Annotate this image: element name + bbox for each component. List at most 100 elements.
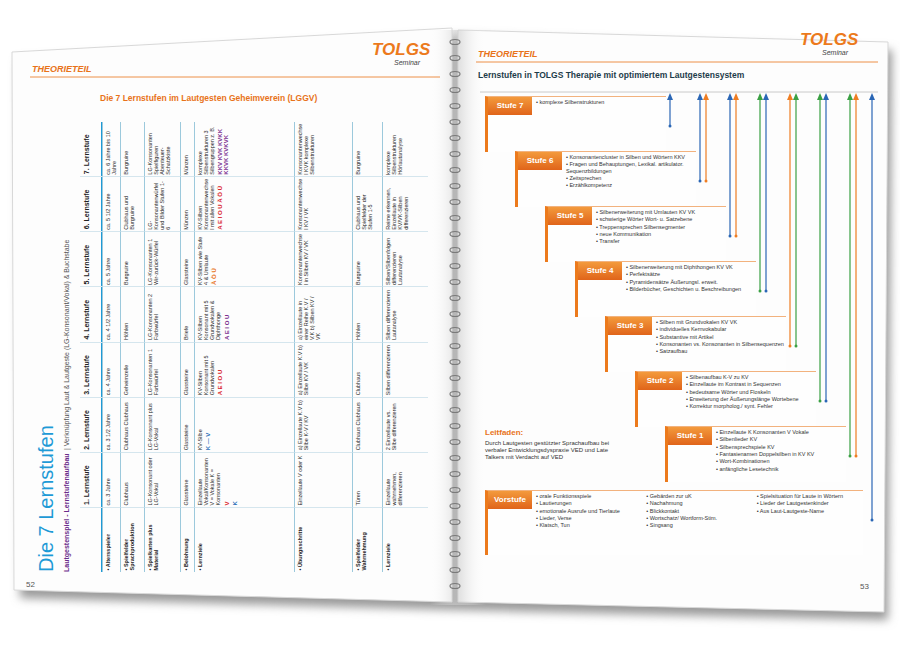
bullet-item: • Silbenlieder KV	[716, 436, 844, 442]
table-cell: LG-Konsonanten 2 Farbwürfel	[144, 287, 180, 342]
table-cell: ca. 3 Jahre	[102, 453, 120, 508]
step-band: Stufe 2• Silbenaufbau K-V zu KV• Einzell…	[635, 371, 816, 427]
bullet-list: • Silbenerweiterung mit Umlauten KV VK • …	[596, 209, 724, 246]
letter-pattern: A E I O U Ä Ö Ü	[217, 179, 223, 230]
cell-text: ca. 5 1/2 Jahre	[105, 179, 111, 230]
table-cell: Burgruine	[352, 122, 382, 177]
table-cell: KV-Silben wie Stufe 4 & UmlauteÄ Ö Ü	[194, 232, 294, 287]
table-cell: Clubhaus Clubhaus	[120, 398, 144, 453]
cell-text: Clubhaus und Burgruine	[123, 179, 136, 230]
bullet-list: • orale Funktionsspiele• Lautierungen• e…	[536, 493, 861, 529]
table-cell: Clubhaus	[352, 343, 382, 398]
row-header: • Spielfelder Sprachproduktion	[123, 510, 136, 571]
bullet-item: • neue Kommunikation	[596, 231, 724, 237]
page-number: 53	[860, 582, 869, 591]
table-cell: LG-Konsonanten Spielfiguren Abenteuer-Sc…	[144, 122, 180, 177]
section-header: THEORIETEIL	[32, 64, 92, 74]
table-cell: Burgruine	[120, 232, 144, 287]
row-header-cell: • Übungsschritte	[294, 508, 352, 572]
table-cell: Münzen	[180, 122, 194, 177]
bullet-item: • Silbenerweiterung mit Umlauten KV VK	[596, 209, 724, 215]
bullet-list: • Silben mit Grundvokalen KV VK• individ…	[656, 319, 784, 356]
guide-heading: Leitfaden:	[485, 428, 523, 437]
bullet-item: • Einzellaute im Kontrast in Sequenzen	[686, 381, 814, 387]
table-cell: LG-Konsonant plus LG-Vokal	[144, 398, 180, 453]
bullet-item: • orale Funktionsspiele	[536, 493, 640, 499]
column-header-cell: 4. Lernstufe	[80, 287, 102, 342]
gutter-shade	[430, 30, 486, 605]
cell-text: Clubhaus	[355, 344, 361, 395]
bullet-item: • Lautierungen	[536, 500, 640, 506]
table-cell: Clubhaus und Spielfelder der Stufen 1-5	[352, 177, 382, 232]
bullet-item: • Spielsituation für Laute in Wörtern	[757, 493, 861, 499]
bullet-item: • Fragen und Behauptungen, Lexikal. arti…	[566, 161, 694, 174]
cell-text: Silben differenzieren	[385, 344, 391, 395]
cell-text: Münzen	[183, 124, 189, 175]
cell-text: Einzellaute Vokal/Konsonanten V = Vokale…	[197, 454, 222, 505]
table-cell: ca. 3 1/2 Jahre	[102, 398, 120, 453]
bullet-item: • Klatsch, Tun	[536, 522, 640, 528]
table-cell: ca. 4 1/2 Jahre	[102, 287, 120, 342]
cell-text: Glassteine	[183, 234, 189, 285]
page-number: 52	[26, 580, 35, 589]
bullet-item: • Treppensprechen Silbensegmenter	[596, 224, 724, 230]
table-cell: ca. 4 Jahre	[102, 343, 120, 398]
step-band: Stufe 5• Silbenerweiterung mit Umlauten …	[545, 206, 726, 262]
page-heading: Die 7 Lernstufen im Lautgesten Geheimver…	[100, 93, 317, 103]
cell-text: komplexe Silbenstrukturen 3 Silbengruppe…	[197, 124, 216, 175]
bullet-item: • Blickkontakt	[646, 508, 750, 514]
table-cell: Höhlen	[120, 287, 144, 342]
logo-text: TOLGS	[372, 40, 430, 60]
bullet-list: • komplexe Silbenstrukturen	[536, 99, 664, 106]
step-label: Stufe 7	[488, 97, 532, 115]
bullet-item: • Wort-Kombinationen	[716, 458, 844, 464]
step-label: Vorstufe	[488, 491, 532, 509]
bullet-list: • Silbenaufbau K-V zu KV• Einzellaute im…	[686, 374, 814, 411]
column-header: 5. Lernstufe	[83, 234, 90, 284]
step-label: Stufe 6	[518, 152, 562, 170]
right-page	[458, 30, 888, 612]
row-header: • Lernziele	[197, 510, 203, 571]
row-header: • Spielfelder Wahrnehmung	[355, 510, 368, 571]
cell-text: KV-Silben Konsonant mit 5 Grundvokalen	[197, 344, 216, 395]
bullet-item: • Transfer	[596, 238, 724, 244]
step-label: Stufe 2	[638, 372, 682, 390]
table-cell: ca. 5 Jahre	[102, 232, 120, 287]
cell-text: Silben/Silbenfolgen differenzieren Lauta…	[385, 234, 404, 285]
cell-text: Burgruine	[355, 124, 361, 175]
step-label: Stufe 1	[668, 427, 712, 445]
cell-text: Silben differenzieren Lautanalyse	[385, 289, 398, 340]
header-rule	[30, 77, 440, 78]
cell-text: Clubhaus	[123, 454, 129, 505]
table-cell: Einzellaute wahrnehmen, differenzieren	[382, 453, 428, 508]
bullet-item: • Erzählkompetenz	[566, 182, 694, 188]
step-band: Stufe 7 • komplexe Silbenstrukturen	[485, 96, 666, 152]
table-cell: Konsonantenwechsel KVK komplexe Silbenst…	[294, 122, 352, 177]
bullet-item: • Fantasienamen Doppelsilben in KV KV	[716, 451, 844, 457]
step-band: Vorstufe• orale Funktionsspiele• Lautier…	[485, 490, 863, 555]
table-cell: Glassteine	[180, 453, 194, 508]
table-cell: KV-Silben Konsonant mit 5 GrundvokalenA …	[194, 343, 294, 398]
table-cell: ca. 5 1/2 Jahre	[102, 177, 120, 232]
table-cell: Einzellaute V oder K	[294, 453, 352, 508]
table-cell: Höhlen	[352, 287, 382, 342]
column-header-cell: 1. Lernstufe	[80, 453, 102, 508]
letter-pattern: KKV KVK KVKK KKVK KVKVK	[217, 124, 229, 175]
table-cell: KV-SilbeK — V	[194, 398, 294, 453]
left-page	[12, 28, 452, 602]
page-title: Die 7 Lernstufen	[35, 425, 58, 572]
table-cell: LG-Konsonant oder LG-Vokal	[144, 453, 180, 508]
subtitle-detail: | Verknüpfung Laut & Lautgeste (LG-Konso…	[63, 240, 70, 450]
cell-text: a) Einzellaute K.V b) Silbe K-V / KV	[297, 399, 310, 450]
cell-text: KV-Silben Konsonantenwechsel mit allen V…	[197, 179, 216, 230]
bullet-item: • anfängliche Lesetechnik	[716, 466, 844, 472]
cell-text: LG-Konsonanten 1 Wir-zurück-Würfel	[147, 234, 160, 285]
cell-text: Geheimzelle	[123, 344, 129, 395]
letter-pattern: A E I O U	[217, 344, 223, 395]
subtitle: Lautgestenspiel - Lernstufenaufbau	[63, 453, 70, 572]
cell-text: ca. 3 1/2 Jahre	[105, 399, 111, 450]
cell-text: Konsonantenwechsel KV / VK	[297, 179, 310, 230]
column-header-cell: 5. Lernstufe	[80, 232, 102, 287]
column-header: 1. Lernstufe	[83, 455, 90, 505]
